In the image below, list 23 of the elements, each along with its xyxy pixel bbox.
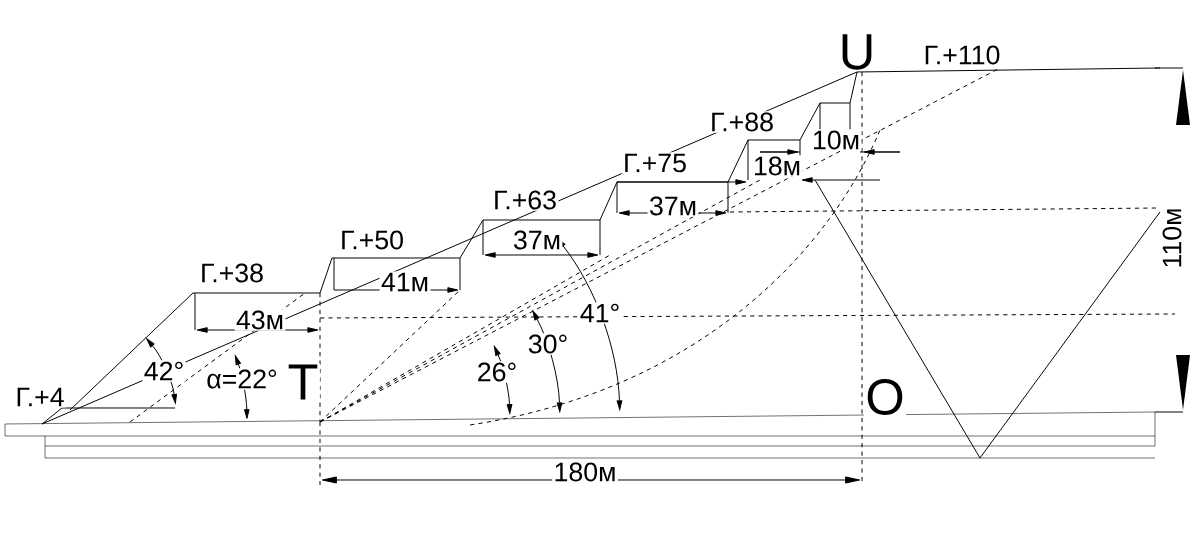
dimension-label: 37м <box>511 229 563 251</box>
dimension-label: 18м <box>751 155 803 177</box>
angle-label: α=22° <box>204 368 280 390</box>
angle-label: 30° <box>526 333 570 355</box>
point-label: O <box>863 377 907 417</box>
elevation-label: Г.+63 <box>491 189 559 211</box>
elevation-label: Г.+4 <box>14 386 66 408</box>
angle-label: 41° <box>578 302 622 324</box>
elevation-label: Г.+75 <box>621 152 689 174</box>
point-label: U <box>837 32 877 72</box>
point-label: T <box>286 363 320 401</box>
angle-label: 42° <box>142 360 186 382</box>
dimension-label: 180м <box>552 461 618 483</box>
elevation-label: Г.+50 <box>338 229 406 251</box>
dimension-label: 10м <box>810 129 862 151</box>
elevation-label: Г.+110 <box>922 44 1002 66</box>
dimension-label: 41м <box>379 271 431 293</box>
elevation-label: Г.+88 <box>708 111 776 133</box>
dimension-label: 37м <box>647 195 699 217</box>
angle-label: 26° <box>475 361 519 383</box>
dimension-label: 110м <box>1161 206 1183 270</box>
elevation-label: Г.+38 <box>198 262 266 284</box>
dimension-label: 43м <box>234 309 286 331</box>
